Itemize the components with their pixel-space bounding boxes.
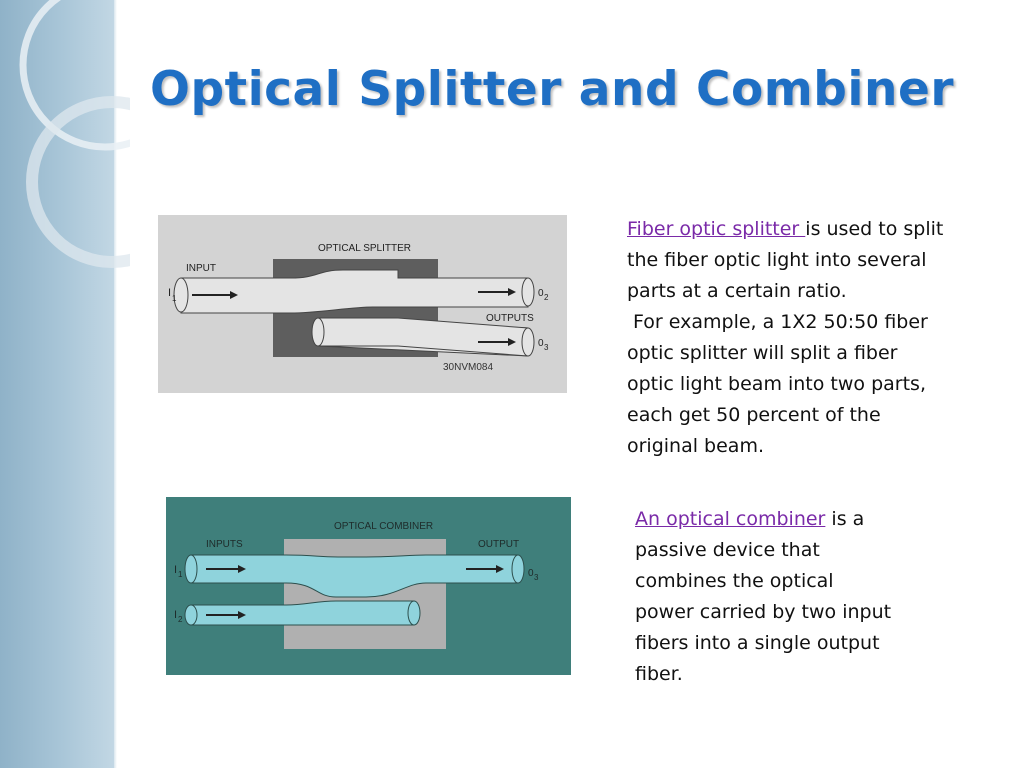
splitter-input-port: I <box>168 287 171 299</box>
splitter-output-port-1: 0 <box>538 288 544 299</box>
combiner-input-port-2-sub: 2 <box>178 615 183 624</box>
splitter-code: 30NVM084 <box>443 362 493 373</box>
combiner-input-port-1: I <box>174 564 177 576</box>
combiner-line-1-rest: is a <box>825 508 865 530</box>
combiner-output-label: OUTPUT <box>478 539 519 550</box>
splitter-input-port-sub: 1 <box>172 294 177 303</box>
decorative-rings <box>19 0 130 268</box>
splitter-line-7: each get 50 percent of the <box>627 404 881 426</box>
combiner-output-port: 0 <box>528 568 534 579</box>
combiner-line-3: combines the optical <box>635 570 834 592</box>
splitter-heading: OPTICAL SPLITTER <box>318 243 411 254</box>
optical-combiner-link[interactable]: An optical combiner <box>635 508 826 530</box>
combiner-description: An optical combiner is a passive device … <box>635 504 995 690</box>
combiner-input-port-1-sub: 1 <box>178 570 183 579</box>
fiber-optic-splitter-link[interactable]: Fiber optic splitter <box>627 218 806 240</box>
splitter-output-port-1-sub: 2 <box>544 293 549 302</box>
splitter-line-1: Fiber optic splitter is used to split <box>627 214 1007 245</box>
splitter-line-8: original beam. <box>627 435 764 457</box>
splitter-line-5: optic splitter will split a fiber <box>627 342 898 364</box>
splitter-description: Fiber optic splitter is used to split th… <box>627 214 1007 462</box>
splitter-outputs-label: OUTPUTS <box>486 313 534 324</box>
combiner-line-4: power carried by two input <box>635 601 892 623</box>
combiner-line-6: fiber. <box>635 663 683 685</box>
splitter-line-1-rest: is used to split <box>805 218 944 240</box>
optical-combiner-diagram: OPTICAL COMBINER INPUTS OUTPUT I 1 I 2 0… <box>166 497 571 675</box>
splitter-input-label: INPUT <box>186 263 216 274</box>
splitter-line-6: optic light beam into two parts, <box>627 373 926 395</box>
splitter-output-port-2: 0 <box>538 338 544 349</box>
slide-title: Optical Splitter and Combiner <box>150 62 954 117</box>
splitter-line-4: For example, a 1X2 50:50 fiber <box>627 311 928 333</box>
combiner-line-5: fibers into a single output <box>635 632 880 654</box>
combiner-inputs-label: INPUTS <box>206 539 243 550</box>
optical-splitter-diagram: OPTICAL SPLITTER INPUT OUTPUTS I 1 0 2 0… <box>158 215 567 393</box>
combiner-line-2: passive device that <box>635 539 820 561</box>
splitter-line-2: the fiber optic light into several <box>627 249 927 271</box>
splitter-output-port-2-sub: 3 <box>544 343 549 352</box>
combiner-output-port-sub: 3 <box>534 573 539 582</box>
combiner-heading: OPTICAL COMBINER <box>334 521 433 532</box>
splitter-line-3: parts at a certain ratio. <box>627 280 847 302</box>
combiner-input-port-2: I <box>174 609 177 621</box>
band-edge <box>114 0 117 768</box>
combiner-line-1: An optical combiner is a <box>635 504 995 535</box>
